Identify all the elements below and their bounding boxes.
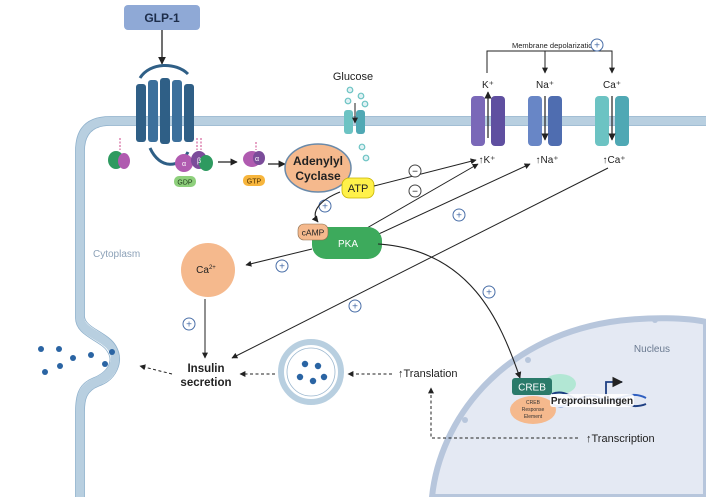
- g-protein-gdp: α β GDP: [174, 138, 213, 187]
- ca-channel-label: Ca⁺: [603, 80, 621, 91]
- g-protein-inactive: [108, 138, 130, 169]
- atp-box: [341, 177, 375, 199]
- gene-label: Preproinsulingen: [551, 396, 633, 407]
- adenylyl-cyclase-line1: Adenylyl: [293, 154, 343, 168]
- gdp-beta-label: β: [197, 158, 201, 165]
- plus-sign-ca2: +: [186, 320, 192, 331]
- cre-line3: Element: [524, 414, 543, 420]
- atp-to-k-arrow: [373, 158, 477, 187]
- ca2-node: [181, 243, 235, 297]
- camp-label: cAMP: [302, 228, 325, 238]
- transcription-label: ↑Transcription: [586, 433, 655, 445]
- plus-circle-ca: [275, 259, 289, 273]
- minus-sign-1: −: [412, 167, 418, 178]
- plus-circle-secretion: [348, 299, 362, 313]
- plus-sign-creb: +: [486, 288, 492, 299]
- ac-to-camp-arrow: [311, 191, 341, 223]
- gdp-alpha-label: α: [182, 161, 186, 168]
- adenylyl-cyclase-line2: Cyclase: [295, 169, 341, 183]
- cre-line1: CREB: [526, 400, 541, 406]
- secretion-to-exocytosis-arrow: [139, 364, 173, 375]
- plus-sign-ac: +: [322, 202, 328, 213]
- insulin-secretion-line1: Insulin: [187, 363, 224, 375]
- g-protein-gtp: α GTP: [243, 142, 265, 186]
- atp-label: ATP: [348, 183, 369, 195]
- secreted-insulin-granules: [38, 346, 115, 375]
- na-channel: [528, 96, 562, 146]
- transcription-start-arrow: [605, 376, 624, 396]
- cre-line2: Response: [522, 407, 545, 413]
- minus-sign-2: −: [412, 187, 418, 198]
- plus-sign-ca: +: [279, 262, 285, 273]
- gdp-label: GDP: [177, 180, 193, 187]
- plus-sign-na: +: [456, 211, 462, 222]
- glp1-box: [124, 5, 200, 30]
- glucose-transporter: [344, 110, 365, 134]
- k-channel: [471, 91, 505, 146]
- depolarization-plus-circle: [590, 38, 604, 52]
- depolarization-bracket: [486, 50, 615, 74]
- pka-to-na-arrow: [369, 163, 531, 239]
- nuclear-pores: [462, 317, 658, 423]
- nucleus: [428, 315, 706, 497]
- depolarization-label: Membrane depolarization: [512, 41, 597, 50]
- cytoplasm-label: Cytoplasm: [93, 249, 140, 260]
- insulin-vesicle-inner: [286, 347, 336, 397]
- insulin-vesicle: [278, 339, 344, 405]
- nucleus-label: Nucleus: [634, 344, 670, 355]
- camp-box: [297, 223, 329, 241]
- ca2-label: Ca2+: [196, 265, 216, 276]
- glp1-label: GLP-1: [144, 11, 180, 25]
- ca-to-secretion-arrow: [231, 167, 609, 359]
- pka-to-ca2-arrow: [245, 248, 313, 267]
- pka-box: [312, 227, 382, 259]
- vesicle-insulin-granules: [296, 360, 328, 385]
- k-channel-label: K⁺: [482, 80, 494, 91]
- creb-label: CREB: [518, 383, 546, 394]
- ca-rise-label: ↑Ca⁺: [602, 155, 625, 166]
- ca-channel: [595, 96, 629, 146]
- pka-to-k-arrow: [359, 163, 479, 233]
- creb-response-element: [510, 396, 556, 424]
- glucose-molecules: [344, 86, 370, 162]
- plus-sign-secretion: +: [352, 302, 358, 313]
- na-channel-label: Na⁺: [536, 80, 554, 91]
- adenylyl-cyclase: [284, 143, 352, 193]
- pka-to-creb-arrow: [377, 243, 522, 379]
- depolarization-plus: +: [594, 41, 600, 52]
- gtp-label: GTP: [247, 179, 262, 186]
- pka-label: PKA: [338, 239, 358, 250]
- plus-circle-creb: [482, 285, 496, 299]
- ca2-superscript: 2+: [209, 265, 216, 271]
- cell-membrane: [75, 116, 706, 497]
- plus-circle-ca2: [182, 317, 196, 331]
- glp1-receptor: [136, 64, 194, 166]
- na-rise-label: ↑Na⁺: [535, 155, 558, 166]
- minus-circle-1: [408, 164, 422, 178]
- insulin-secretion-line2: secretion: [180, 377, 231, 389]
- creb-box: [512, 378, 552, 395]
- glucose-label: Glucose: [333, 71, 373, 83]
- translation-label: ↑Translation: [398, 368, 458, 380]
- gtp-alpha-label: α: [255, 156, 259, 163]
- minus-circle-2: [408, 184, 422, 198]
- gene-label-box: [550, 394, 634, 407]
- plus-circle-na: [452, 208, 466, 222]
- ca2-base: Ca: [196, 265, 209, 276]
- k-rise-label: ↑K⁺: [479, 155, 496, 166]
- cell-membrane-outline: [75, 116, 706, 497]
